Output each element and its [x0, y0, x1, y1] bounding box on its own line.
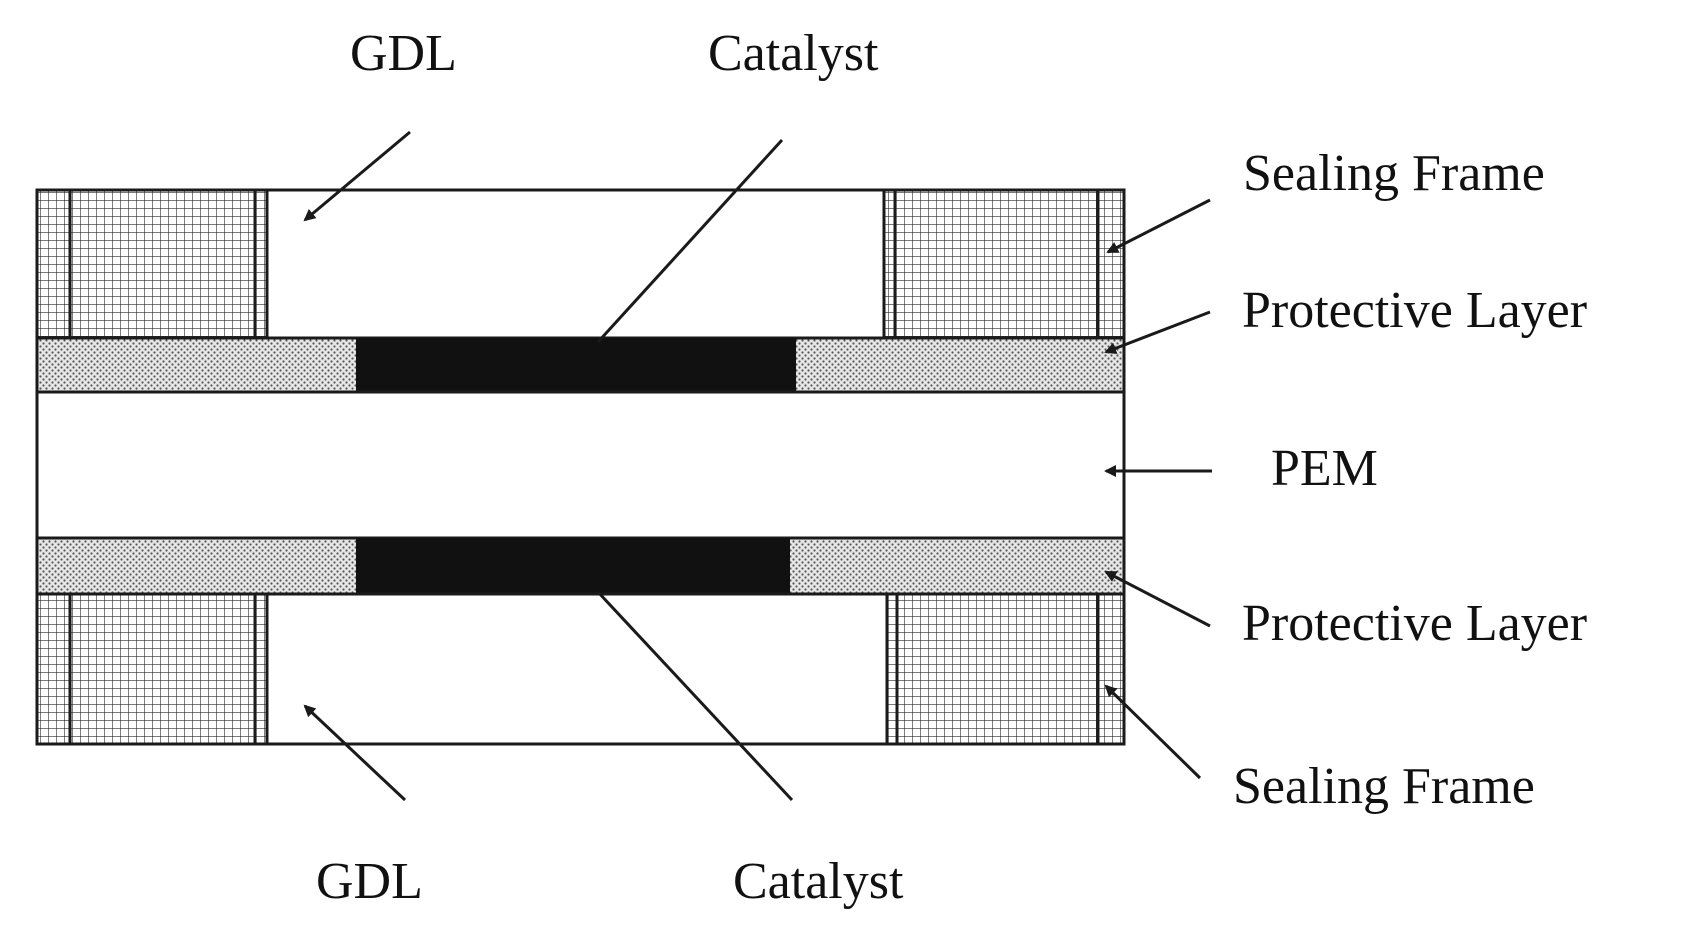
label-sealing-frame-top: Sealing Frame: [1243, 145, 1545, 202]
sealing-frame-bottom-left: [35, 592, 269, 746]
label-protective-layer-top: Protective Layer: [1242, 282, 1587, 339]
label-pem: PEM: [1271, 440, 1378, 497]
label-gdl-bottom: GDL: [316, 853, 423, 910]
arrow-gdl-top: [303, 130, 411, 222]
label-catalyst-top: Catalyst: [708, 25, 879, 82]
arrow-protective-layer-bottom: [1104, 570, 1211, 628]
catalyst-bottom: [356, 538, 790, 594]
gdl-bottom: [265, 592, 889, 746]
leader-catalyst-top: [596, 138, 784, 344]
leader-catalyst-bottom: [596, 590, 794, 802]
sealing-frame-top-right: [882, 188, 1126, 340]
label-gdl-top: GDL: [350, 25, 457, 82]
arrow-sealing-frame-bottom: [1104, 684, 1202, 780]
arrow-gdl-bottom: [303, 704, 407, 802]
label-protective-layer-bottom: Protective Layer: [1242, 595, 1587, 652]
label-catalyst-bottom: Catalyst: [733, 853, 904, 910]
catalyst-top: [356, 338, 796, 392]
sealing-frame-bottom-right: [885, 592, 1126, 746]
label-sealing-frame-bottom: Sealing Frame: [1233, 758, 1535, 815]
protective-layer-bottom: [35, 536, 1126, 596]
arrow-protective-layer-top: [1104, 310, 1211, 355]
arrow-sealing-frame-top: [1106, 198, 1211, 254]
gdl-top: [265, 188, 886, 340]
sealing-frame-top-left: [35, 188, 269, 340]
pem-membrane: [35, 390, 1126, 540]
